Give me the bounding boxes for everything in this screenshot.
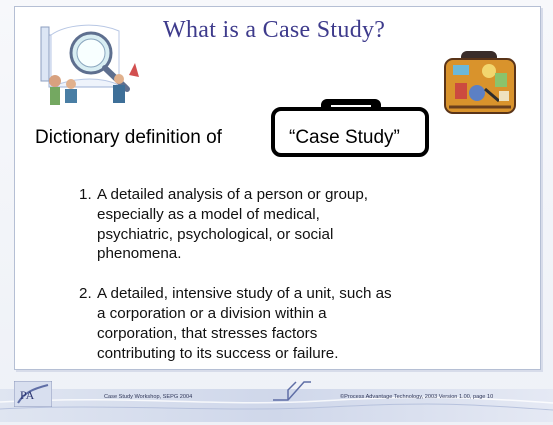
slide: What is a Case Study? xyxy=(14,6,541,370)
magnifier-people-icon xyxy=(35,11,153,111)
briefcase-outline-icon xyxy=(269,95,433,159)
definition-number: 2. xyxy=(79,285,92,303)
footer-right-text: ©Process Advantage Technology, 2003 Vers… xyxy=(340,394,494,400)
definition-text: A detailed, intensive study of a unit, s… xyxy=(97,285,392,362)
svg-text:PA: PA xyxy=(20,388,35,402)
footer-left-text: Case Study Workshop, SEPG 2004 xyxy=(104,394,193,400)
definition-line: Dictionary definition of xyxy=(35,127,222,149)
definition-item-2: 2. A detailed, intensive study of a unit… xyxy=(79,284,392,363)
definition-number: 1. xyxy=(79,186,92,203)
footer-band xyxy=(0,389,553,422)
definition-phrase: “Case Study” xyxy=(289,127,400,148)
slide-title: What is a Case Study? xyxy=(163,17,386,43)
definition-list: 1. A detailed analysis of a person or gr… xyxy=(79,185,392,383)
footer: PA Case Study Workshop, SEPG 2004 ©Proce… xyxy=(0,372,553,425)
pat-logo-icon: PA xyxy=(13,380,53,408)
definition-item-1: 1. A detailed analysis of a person or gr… xyxy=(79,185,368,264)
definition-prefix: Dictionary definition of xyxy=(35,127,222,148)
definition-text: A detailed analysis of a person or group… xyxy=(97,186,369,263)
corner-arrow-icon xyxy=(270,378,314,402)
suitcase-icon xyxy=(437,45,523,121)
